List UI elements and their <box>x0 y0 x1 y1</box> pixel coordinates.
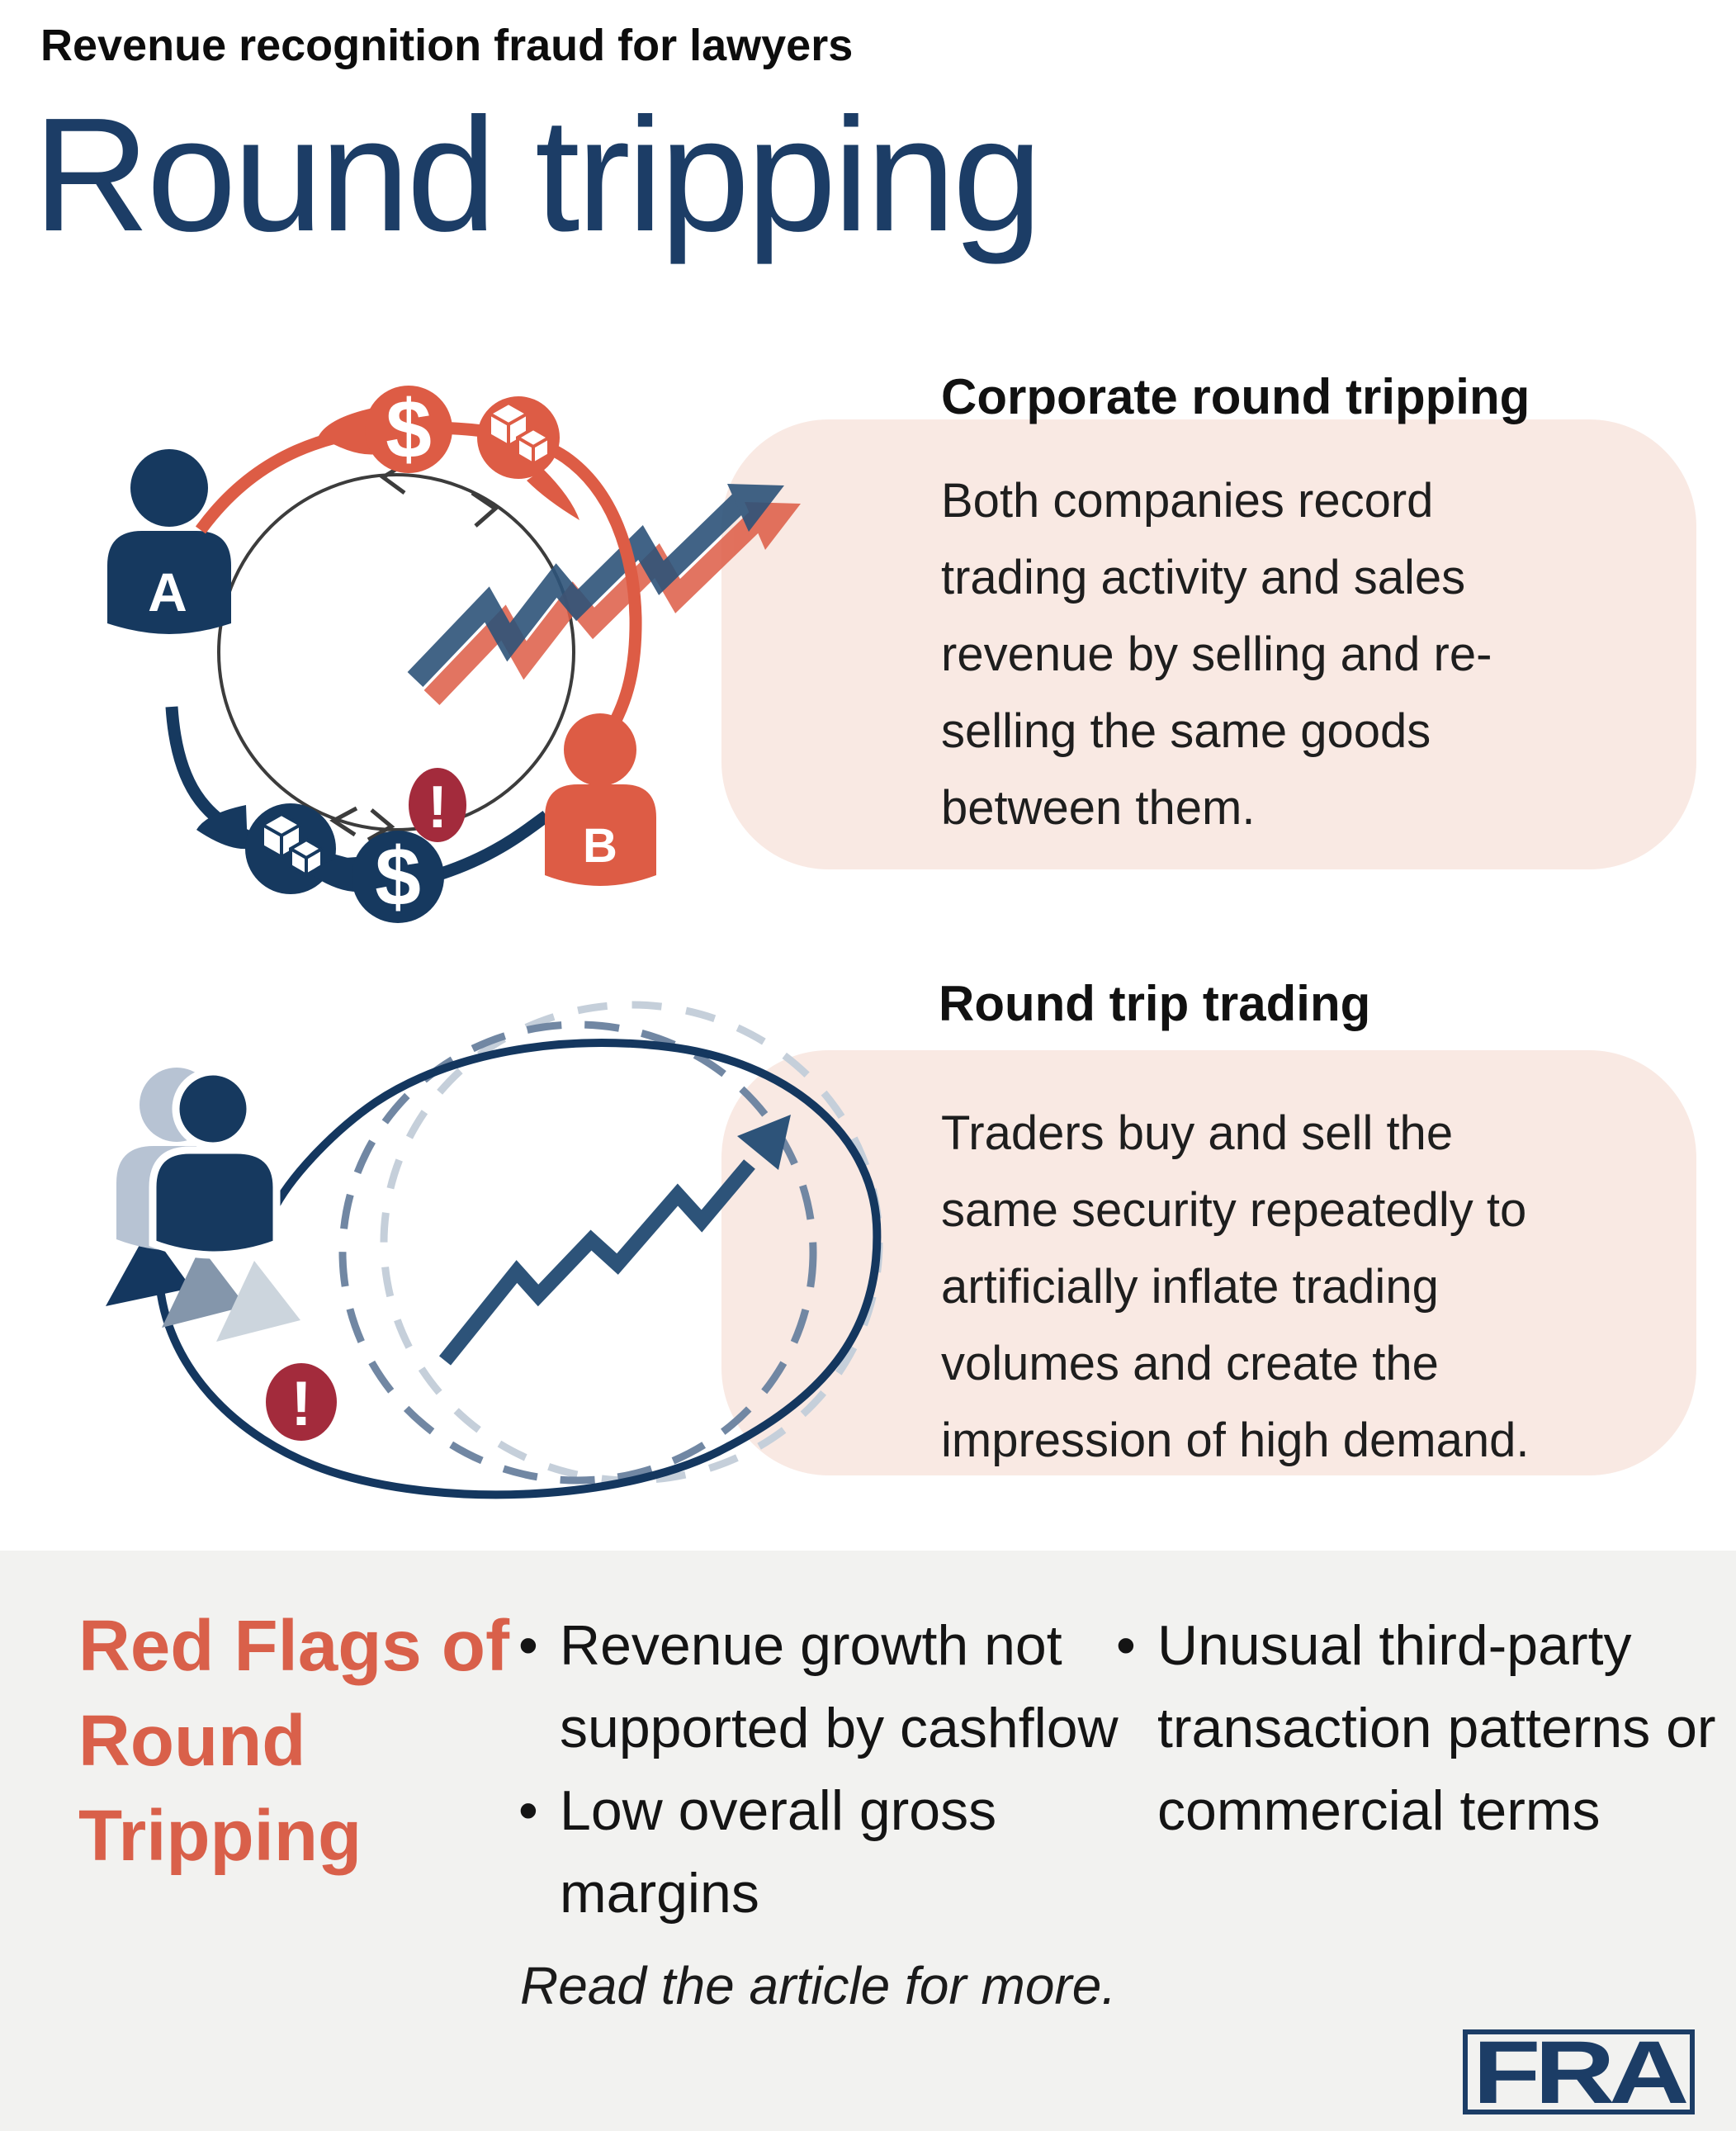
svg-text:A: A <box>148 561 187 623</box>
fra-logo: FRA <box>1463 2022 1695 2122</box>
warning-icon: ! <box>409 768 466 842</box>
red-flags-list-col1: Revenue growth not supported by cashflow… <box>518 1604 1119 1934</box>
red-flag-text: Revenue growth not supported by cashflow <box>560 1614 1119 1759</box>
ghost-arrowhead-gray <box>162 1247 246 1328</box>
warning-icon: ! <box>266 1363 337 1441</box>
dollar-icon: $ <box>319 383 452 476</box>
round-trip-trading-diagram: ! <box>106 1001 883 1499</box>
growth-arrow-navy <box>407 484 784 687</box>
round-trip-trading-panel <box>721 1050 1696 1475</box>
exchange-cycle-icon <box>217 461 575 842</box>
growth-arrow-navy <box>438 1115 791 1366</box>
ghost-arrowhead-light <box>216 1261 300 1342</box>
goods-boxes-icon <box>196 803 336 894</box>
repeat-loop-dashed-dark <box>338 1021 817 1485</box>
goods-cash-flow-orange: $ <box>195 383 642 740</box>
page-title: Round tripping <box>33 84 1043 265</box>
loop-arrowhead <box>106 1229 192 1306</box>
svg-text:B: B <box>583 819 617 873</box>
trading-loop-icon <box>106 1039 882 1499</box>
dollar-icon: $ <box>310 831 444 923</box>
list-item: Revenue growth not supported by cashflow <box>518 1604 1119 1769</box>
red-flags-list-col2: Unusual third-party transaction patterns… <box>1116 1604 1716 1852</box>
svg-text:FRA: FRA <box>1473 2022 1687 2122</box>
list-item: Low overall gross margins <box>518 1769 1119 1934</box>
svg-text:!: ! <box>428 774 447 841</box>
section-body-trading: Traders buy and sell the same security r… <box>941 1106 1530 1467</box>
read-article-note: Read the article for more. <box>520 1956 1117 2015</box>
corporate-round-tripping-diagram: $ A $ <box>107 383 801 923</box>
list-item: Unusual third-party transaction patterns… <box>1116 1604 1716 1852</box>
svg-text:$: $ <box>375 831 421 923</box>
svg-text:$: $ <box>386 383 432 476</box>
fra-logo-letters: FRA <box>1473 2022 1692 2122</box>
goods-boxes-icon <box>477 396 579 520</box>
kicker: Revenue recognition fraud for lawyers <box>40 21 854 70</box>
corporate-round-tripping-panel <box>721 419 1696 869</box>
svg-text:!: ! <box>291 1369 311 1439</box>
red-flag-text: Unusual third-party transaction patterns… <box>1157 1614 1716 1842</box>
red-flags-title: Red Flags of Round Tripping <box>78 1606 510 1876</box>
company-a-icon: A <box>107 449 231 634</box>
goods-cash-flow-navy: $ <box>165 706 551 923</box>
traders-icon <box>116 1068 281 1259</box>
company-b-icon: B <box>545 713 656 886</box>
section-body-corporate: Both companies record trading activity a… <box>941 474 1492 835</box>
red-flag-text: Low overall gross margins <box>560 1779 997 1925</box>
section-heading-corporate: Corporate round tripping <box>941 369 1530 424</box>
section-heading-trading: Round trip trading <box>939 976 1371 1031</box>
